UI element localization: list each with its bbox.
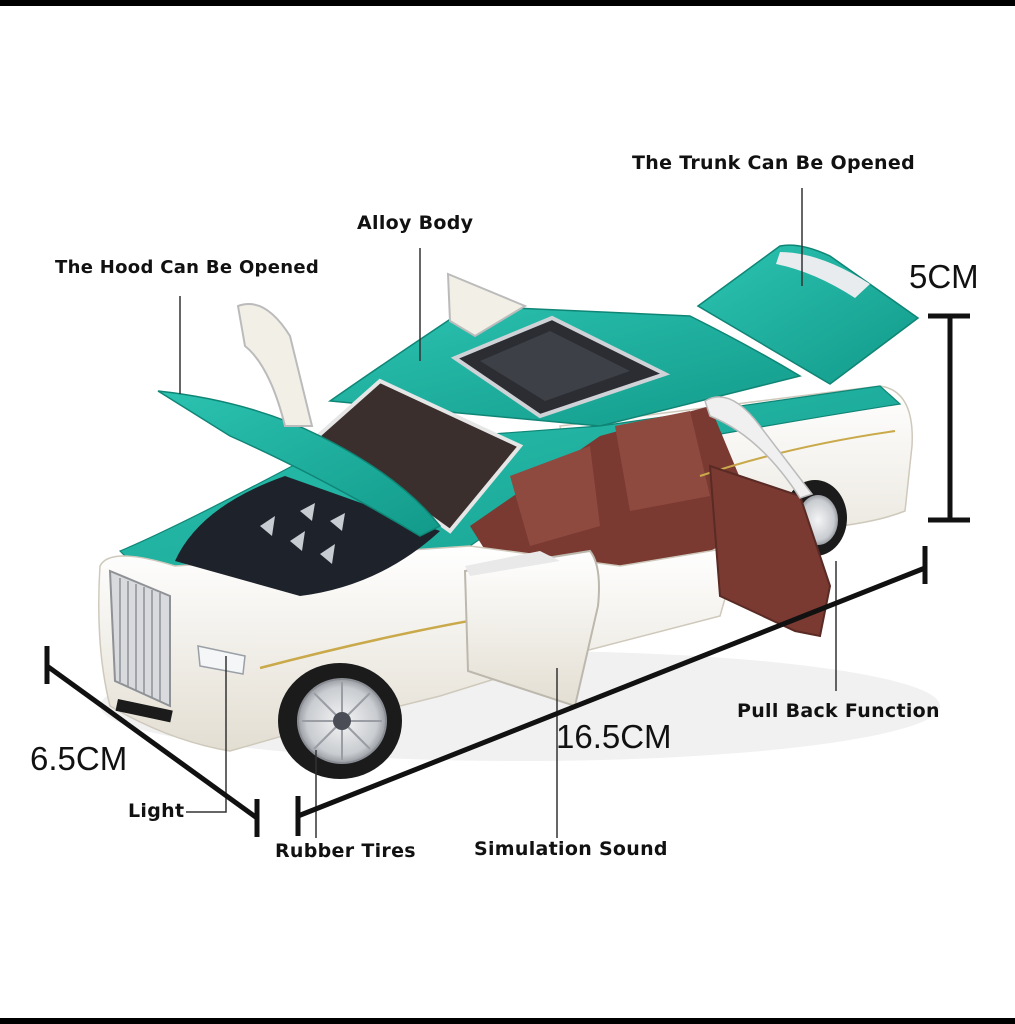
product-diagram: The Trunk Can Be Opened Alloy Body The H… <box>0 6 1015 1018</box>
car-illustration <box>44 188 970 838</box>
trunk-lights <box>776 252 870 298</box>
length-dimension-line <box>297 565 926 819</box>
label-trunk: The Trunk Can Be Opened <box>632 152 915 174</box>
width-dimension-line <box>45 663 259 821</box>
callout-lines <box>179 188 837 838</box>
dimension-length: 16.5CM <box>556 718 672 755</box>
rear-left-door-frame <box>446 272 528 338</box>
label-light: Light <box>128 800 185 822</box>
dimension-width: 6.5CM <box>30 740 128 777</box>
label-pull-back: Pull Back Function <box>737 700 940 722</box>
label-rubber-tires: Rubber Tires <box>275 840 416 862</box>
front-door-open <box>463 549 600 708</box>
front-left-door-frame <box>236 303 314 427</box>
label-hood: The Hood Can Be Opened <box>55 257 320 278</box>
engine-bay <box>175 476 440 596</box>
engine-parts <box>260 503 345 564</box>
dimension-height: 5CM <box>909 258 979 295</box>
headlight <box>197 645 246 675</box>
front-wheel <box>278 663 402 779</box>
front-grille <box>108 569 173 723</box>
label-simulation-sound: Simulation Sound <box>474 838 668 860</box>
label-alloy-body: Alloy Body <box>357 212 474 234</box>
hood-open <box>157 390 442 537</box>
dimension-lines <box>44 313 970 837</box>
